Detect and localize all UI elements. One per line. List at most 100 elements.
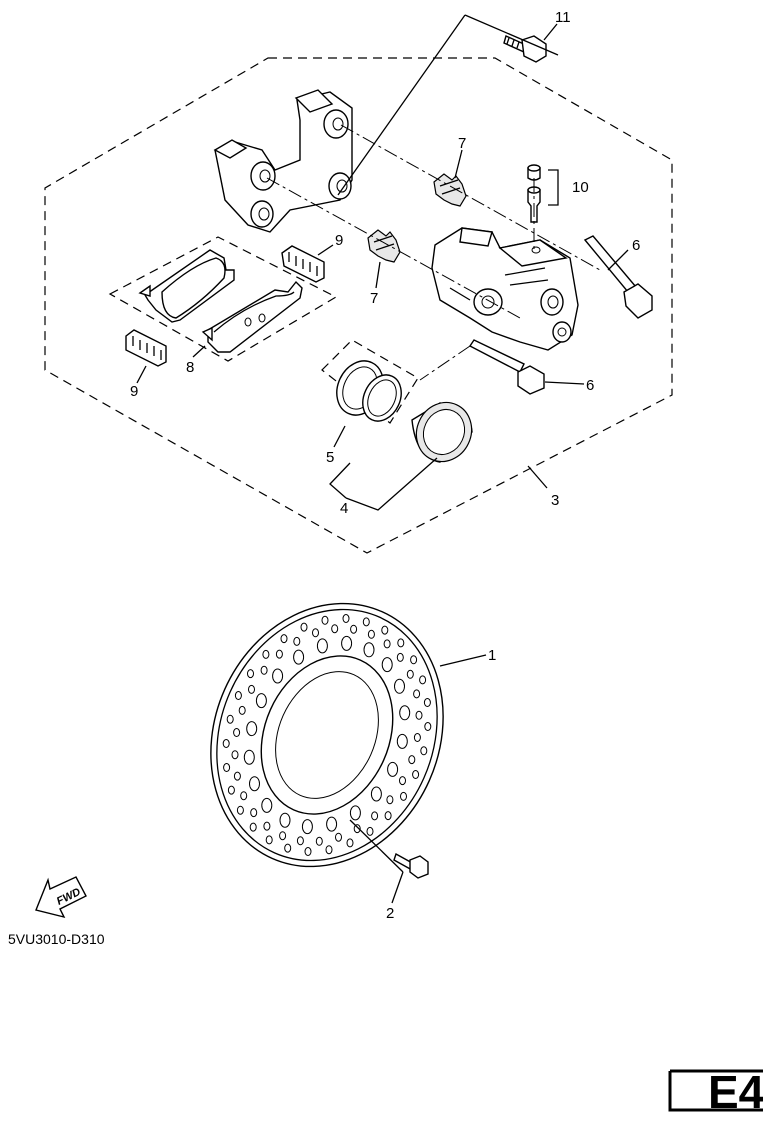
disc-hole bbox=[387, 761, 399, 777]
slide-pin-bolt-lower bbox=[468, 339, 545, 395]
callout-7-lower: 7 bbox=[370, 290, 378, 307]
callout-9-upper: 9 bbox=[335, 232, 343, 249]
disc-hole bbox=[413, 733, 421, 742]
disc-hole bbox=[300, 622, 308, 632]
disc-hole bbox=[260, 665, 268, 675]
disc-hole bbox=[366, 826, 374, 836]
piston-seals bbox=[336, 360, 402, 422]
disc-hole bbox=[346, 838, 354, 848]
caliper-assembly-outline bbox=[44, 57, 673, 554]
caliper-bracket bbox=[213, 89, 353, 233]
callout-9-lower: 9 bbox=[130, 383, 138, 400]
disc-hole bbox=[279, 812, 291, 828]
disc-hole bbox=[227, 785, 235, 795]
brake-pad-front bbox=[201, 280, 303, 353]
disc-hole bbox=[424, 722, 432, 731]
disc-hole bbox=[301, 819, 313, 835]
disc-hole bbox=[249, 822, 257, 832]
disc-hole bbox=[400, 791, 407, 801]
disc-hole bbox=[315, 836, 323, 846]
disc-hole bbox=[362, 617, 370, 627]
disc-hole bbox=[342, 614, 350, 623]
disc-hole bbox=[223, 763, 231, 772]
brake-disc bbox=[210, 602, 444, 868]
disc-hole bbox=[383, 639, 391, 649]
callout-4: 4 bbox=[340, 500, 348, 517]
disc-hole bbox=[371, 811, 379, 821]
slide-pin-bolt-upper bbox=[583, 235, 653, 319]
disc-hole bbox=[280, 634, 288, 644]
disc-hole bbox=[265, 835, 273, 845]
disc-hole bbox=[234, 691, 242, 700]
pad-spring-lower bbox=[125, 329, 167, 367]
disc-hole bbox=[304, 847, 312, 856]
disc-hole bbox=[261, 797, 273, 813]
disc-hole bbox=[408, 755, 416, 765]
callout-1: 1 bbox=[488, 647, 496, 664]
disc-hole bbox=[363, 642, 375, 658]
disc-hole bbox=[255, 693, 267, 709]
disc-hole bbox=[381, 657, 393, 673]
forward-arrow-icon: FWD bbox=[35, 876, 87, 919]
disc-hole bbox=[250, 808, 258, 818]
disc-hole bbox=[331, 624, 339, 634]
callout-labels: 11 7 10 9 6 7 8 9 6 5 3 4 1 2 bbox=[130, 9, 640, 922]
disc-hole bbox=[419, 675, 427, 685]
caliper-piston bbox=[411, 401, 473, 463]
disc-hole bbox=[249, 776, 260, 792]
disc-hole bbox=[353, 824, 361, 834]
disc-hole bbox=[316, 638, 328, 654]
disc-hole bbox=[420, 746, 428, 756]
callout-8: 8 bbox=[186, 359, 194, 376]
disc-hole bbox=[321, 615, 329, 625]
disc-hole bbox=[233, 771, 241, 781]
drawing-code: 5VU3010-D310 bbox=[8, 931, 105, 947]
disc-hole bbox=[410, 655, 418, 665]
callout-3: 3 bbox=[551, 492, 559, 509]
disc-hole bbox=[312, 628, 319, 638]
svg-text:E4: E4 bbox=[708, 1066, 763, 1118]
bolt-11 bbox=[503, 35, 547, 63]
disc-hole bbox=[399, 776, 406, 786]
disc-hole bbox=[413, 689, 421, 699]
pad-spring-upper bbox=[281, 245, 325, 283]
disc-hole bbox=[349, 805, 361, 821]
disc-hole bbox=[370, 786, 382, 802]
disc-hole bbox=[341, 635, 353, 651]
disc-hole bbox=[423, 698, 431, 707]
disc-hole bbox=[275, 649, 283, 659]
disc-hole bbox=[246, 721, 258, 737]
callout-5: 5 bbox=[326, 449, 334, 466]
disc-hole bbox=[367, 629, 375, 639]
callout-10: 10 bbox=[572, 179, 589, 196]
disc-hole bbox=[412, 770, 420, 779]
disc-hole bbox=[296, 836, 304, 846]
disc-hole bbox=[279, 831, 287, 841]
assembly-axis-lines bbox=[266, 124, 601, 381]
disc-hole bbox=[236, 805, 244, 815]
disc-hole bbox=[335, 832, 342, 842]
disc-hole bbox=[247, 669, 254, 679]
disc-hole bbox=[263, 821, 271, 831]
disc-hole bbox=[399, 705, 411, 721]
pin-boot-lower bbox=[367, 229, 401, 263]
disc-hole bbox=[243, 749, 255, 765]
brake-pad-back bbox=[138, 249, 235, 323]
callout-7-upper: 7 bbox=[458, 135, 466, 152]
callout-11: 11 bbox=[555, 9, 571, 26]
disc-hole bbox=[233, 728, 241, 737]
pin-boot-upper bbox=[433, 173, 467, 207]
disc-hole bbox=[293, 649, 305, 665]
disc-hole bbox=[396, 652, 404, 662]
disc-hole bbox=[394, 678, 405, 694]
disc-hole bbox=[262, 649, 270, 659]
disc-hole bbox=[396, 733, 408, 749]
disc-hole bbox=[284, 843, 292, 853]
disc-hole bbox=[293, 636, 301, 646]
callout-6-upper: 6 bbox=[632, 237, 640, 254]
disc-hole bbox=[386, 795, 394, 805]
disc-hole bbox=[397, 638, 405, 648]
disc-hole bbox=[384, 811, 392, 821]
